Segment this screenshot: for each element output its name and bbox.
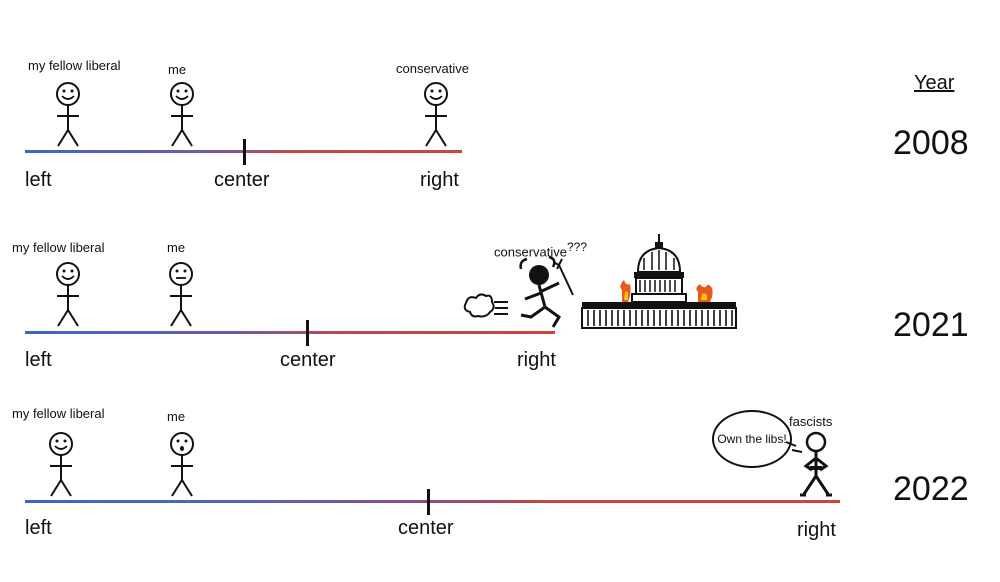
capitol-building-icon	[581, 234, 737, 329]
label-fellow-liberal: my fellow liberal	[12, 240, 105, 255]
stick-figure-me	[169, 262, 193, 327]
label-conservative: conservative	[396, 61, 469, 76]
label-conservative: conservative???	[494, 240, 588, 260]
year-label: 2022	[893, 470, 969, 508]
axis-center-label: center	[214, 169, 270, 191]
axis-center-label: center	[280, 349, 336, 371]
axis-center-label: center	[398, 517, 454, 539]
speech-bubble-tail	[785, 441, 803, 453]
axis-left-label: left	[25, 349, 52, 371]
speed-puff-icon	[463, 293, 508, 318]
label-me: me	[167, 240, 186, 255]
label-me: me	[167, 409, 186, 424]
stick-figure-fellow-liberal	[49, 432, 73, 497]
stick-figure-me	[170, 82, 194, 147]
axis-right-label: right	[420, 169, 459, 191]
speech-bubble-text: Own the libs!	[717, 432, 787, 446]
year-label: 2008	[893, 124, 969, 162]
stick-figure-me	[170, 432, 194, 497]
center-tick	[306, 320, 309, 346]
center-tick	[243, 139, 246, 165]
axis-left-label: left	[25, 169, 52, 191]
axis-right-label: right	[517, 349, 556, 371]
label-fellow-liberal: my fellow liberal	[12, 406, 105, 421]
label-me: me	[168, 62, 187, 77]
axis-left-label: left	[25, 517, 52, 539]
speech-bubble: Own the libs!	[712, 410, 792, 468]
stick-figure-fascist	[800, 431, 832, 497]
spectrum-line	[25, 331, 555, 334]
label-fascists: fascists	[789, 414, 833, 429]
stick-figure-conservative	[424, 82, 448, 147]
year-header: Year	[914, 72, 955, 94]
stick-figure-fellow-liberal	[56, 262, 80, 327]
year-label: 2021	[893, 306, 969, 344]
stick-figure-fellow-liberal	[56, 82, 80, 147]
center-tick	[427, 489, 430, 515]
label-fellow-liberal: my fellow liberal	[28, 58, 121, 73]
axis-right-label: right	[797, 519, 836, 541]
running-rioter-figure	[519, 255, 574, 328]
spectrum-line	[25, 500, 840, 503]
